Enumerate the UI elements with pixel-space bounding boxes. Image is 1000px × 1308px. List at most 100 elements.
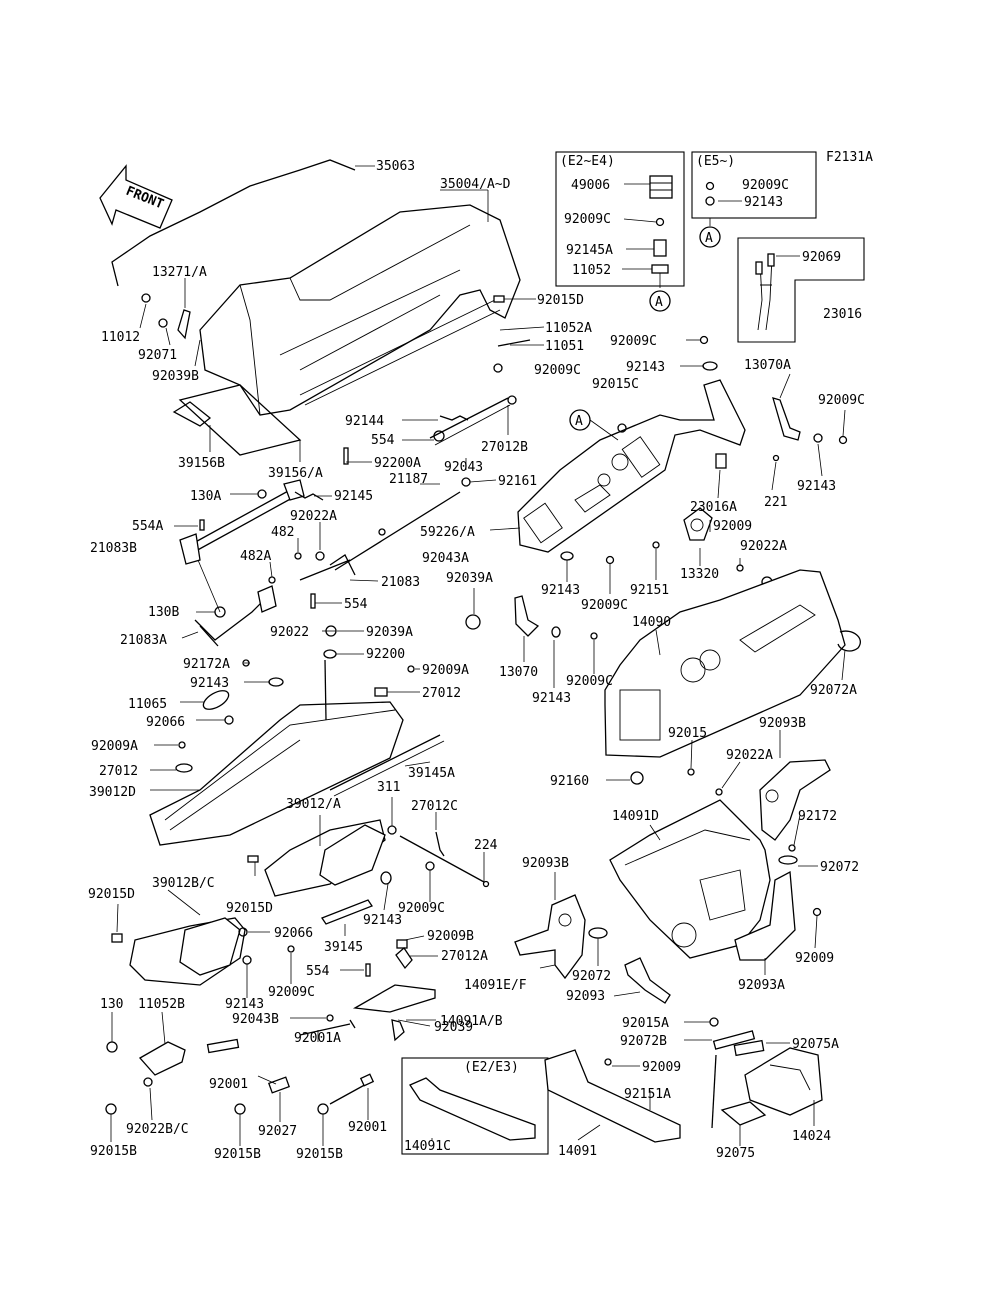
bracket-92093 — [624, 957, 671, 1004]
grommet-11012 — [141, 293, 151, 303]
knob-92039A — [465, 614, 481, 630]
label-92009C-b: 92009C — [534, 363, 581, 378]
clamp-92072A — [837, 630, 861, 652]
label-92143-f: 92143 — [363, 913, 402, 928]
label-92039: 92039 — [434, 1020, 473, 1035]
label-92022A-a: 92022A — [290, 509, 337, 524]
rod-92200 — [324, 659, 327, 721]
bulb-92069-b — [767, 253, 775, 267]
washer-92143-e5 — [705, 196, 715, 206]
label-554-c: 554 — [306, 964, 330, 979]
label-92001-b: 92001 — [348, 1120, 387, 1135]
label-92015C: 92015C — [592, 377, 639, 392]
label-35004: 35004/A~D — [440, 177, 511, 192]
pin-554-c — [365, 963, 371, 977]
link-21187 — [334, 491, 461, 571]
clamp-92072-a — [778, 855, 798, 865]
label-92009-c: 92009 — [642, 1060, 681, 1075]
label-21083A: 21083A — [120, 633, 167, 648]
label-21187: 21187 — [389, 472, 428, 487]
label-39156B: 39156B — [178, 456, 225, 471]
relay-49006 — [649, 175, 673, 199]
label-92160: 92160 — [550, 774, 589, 789]
label-92093B-a: 92093B — [759, 716, 806, 731]
label-92093: 92093 — [566, 989, 605, 1004]
spring-92145 — [294, 491, 324, 501]
screw-92009C-e — [590, 632, 598, 640]
label-92009C-c: 92009C — [818, 393, 865, 408]
nut-92015A — [709, 1017, 719, 1027]
leader-lines — [110, 165, 846, 1146]
clip-554-a — [433, 430, 445, 442]
label-14091D: 14091D — [612, 809, 659, 824]
spring-27012C — [435, 831, 445, 857]
label-92066-a: 92066 — [146, 715, 185, 730]
label-27012C: 27012C — [411, 799, 458, 814]
label-554-b: 554 — [344, 597, 368, 612]
label-27012-b: 27012 — [99, 764, 138, 779]
dash-panel-59226 — [517, 379, 746, 553]
label-221: 221 — [764, 495, 787, 510]
label-92069: 92069 — [802, 250, 841, 265]
clip-92015D-a — [247, 855, 259, 863]
screw-92009C-g — [287, 945, 295, 953]
label-92009-b: 92009 — [795, 951, 834, 966]
label-13320: 13320 — [680, 567, 719, 582]
label-92009C-a: 92009C — [610, 334, 657, 349]
label-92151: 92151 — [630, 583, 669, 598]
cowl-35004 — [199, 204, 521, 416]
screw-92009C-box — [655, 217, 665, 227]
variant-box-e2-e3-title: (E2/E3) — [464, 1060, 519, 1075]
label-13070: 13070 — [499, 665, 538, 680]
label-14024: 14024 — [792, 1129, 831, 1144]
clip-92015C — [617, 423, 627, 433]
grille-11065 — [202, 690, 230, 710]
label-39012D: 39012D — [89, 785, 136, 800]
screw-92009C-b — [699, 335, 709, 345]
pedal-21083A — [194, 559, 277, 647]
label-92009C-g: 92009C — [268, 985, 315, 1000]
label-92015D-top: 92015D — [537, 293, 584, 308]
label-92022BC: 92022B/C — [126, 1122, 189, 1137]
variant-box-e2-e3 — [401, 1057, 549, 1155]
bolt-92001-b — [329, 1081, 371, 1105]
cable-35063 — [111, 159, 356, 287]
ref-mark-a-2 — [699, 226, 721, 248]
label-14091AB-visible: 14091A/B — [440, 1014, 503, 1029]
label-14091: 14091 — [558, 1144, 597, 1159]
label-92022: 92022 — [270, 625, 309, 640]
label-92015B-b: 92015B — [214, 1147, 261, 1162]
clip-11052B — [138, 1041, 186, 1076]
label-92143-g: 92143 — [225, 997, 264, 1012]
label-92145A: 92145A — [566, 243, 613, 258]
clip-92161 — [461, 477, 471, 487]
clip-482A — [268, 576, 276, 584]
label-92093A: 92093A — [738, 978, 785, 993]
screw-92009A-b — [178, 741, 186, 749]
label-39145: 39145 — [324, 940, 363, 955]
part-labels: F2131A 35063 35004/A~D 13271/A 11012 920… — [88, 150, 873, 1162]
label-92172A: 92172A — [183, 657, 230, 672]
washer-92143-e — [268, 677, 284, 687]
latch-27012A — [395, 947, 413, 970]
box-39012BC — [129, 917, 246, 986]
bracket-39156B — [172, 401, 212, 427]
label-92015: 92015 — [668, 726, 707, 741]
front-arrow-icon: FRONT — [99, 164, 173, 229]
washer-92143-b — [813, 433, 823, 443]
label-92145: 92145 — [334, 489, 373, 504]
screw-92009C-d — [605, 555, 615, 565]
ref-mark-a-2-text: A — [705, 231, 713, 246]
bolt-92001A — [299, 1019, 356, 1036]
ref-mark-a-1-text: A — [655, 295, 663, 310]
grommet-92066-b — [238, 927, 248, 937]
wiring-box-23016 — [737, 237, 865, 343]
label-13070A: 13070A — [744, 358, 791, 373]
label-92075A: 92075A — [792, 1037, 839, 1052]
rod-21083 — [299, 554, 356, 581]
rod-92151A — [711, 1054, 717, 1129]
label-482A: 482A — [240, 549, 271, 564]
spring-92145A — [653, 239, 667, 257]
label-92009C-box: 92009C — [564, 212, 611, 227]
